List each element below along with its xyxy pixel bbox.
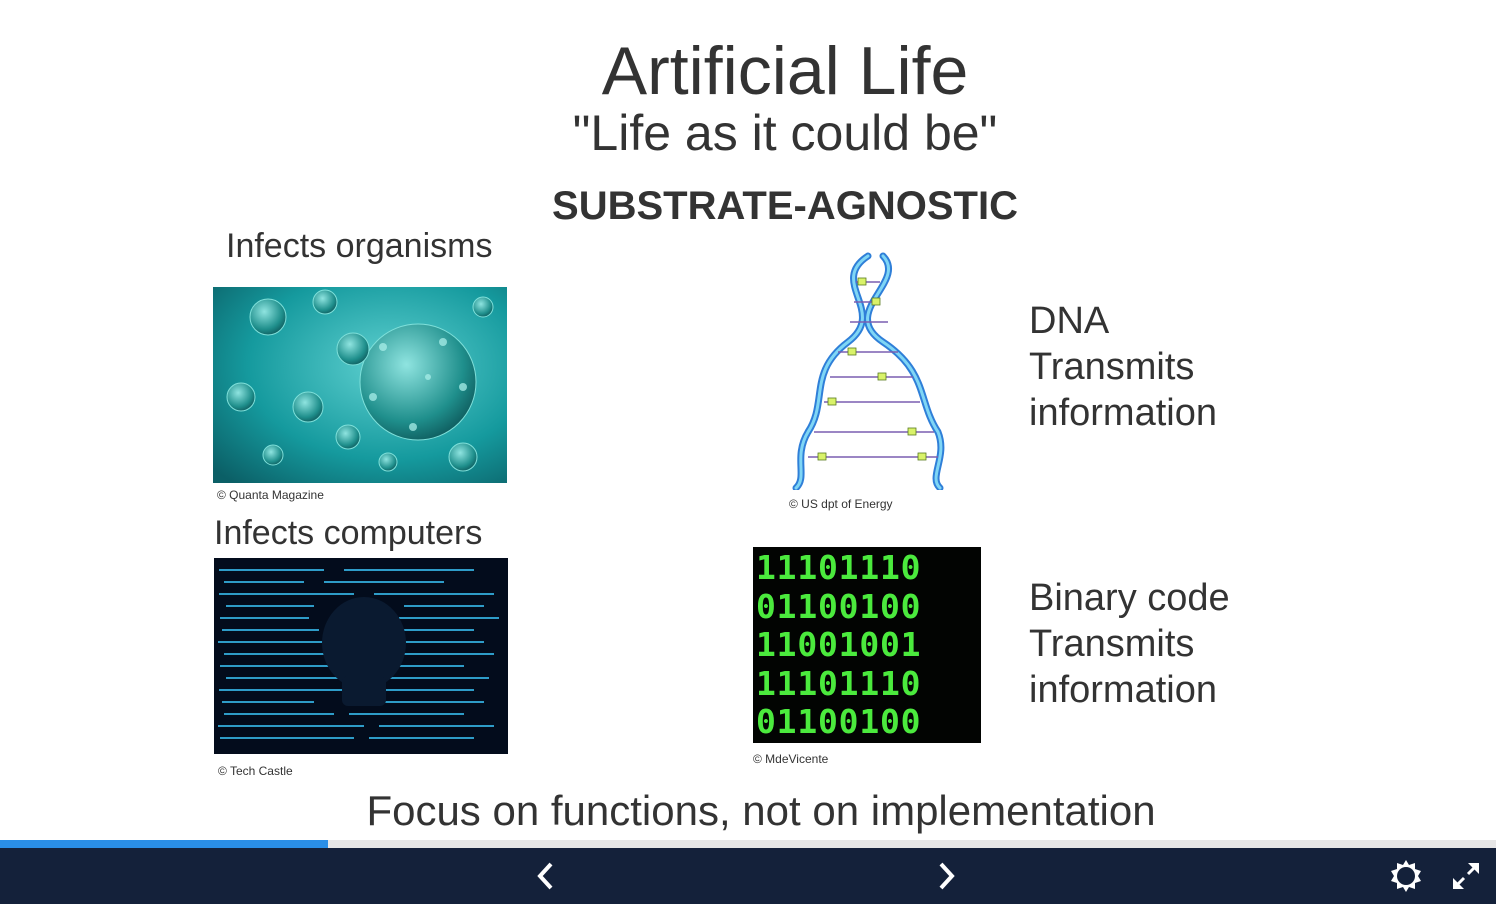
slide-subtitle: "Life as it could be"	[572, 105, 998, 161]
next-slide-button[interactable]	[918, 848, 974, 904]
slide-heading: SUBSTRATE-AGNOSTIC	[552, 184, 1018, 228]
slide-title: Artificial Life	[601, 33, 969, 109]
chevron-right-icon	[939, 862, 955, 890]
dna-line-1: DNA	[1029, 300, 1110, 342]
malware-code-image	[214, 558, 508, 754]
infects-computers-label: Infects computers	[214, 514, 483, 552]
binary-text: Binary code Transmits information	[1029, 575, 1230, 713]
techcastle-caption: © Tech Castle	[218, 764, 293, 778]
dna-image	[788, 252, 948, 490]
progress-fill	[0, 840, 328, 848]
binary-row: 01100100	[756, 586, 922, 626]
infects-organisms-label: Infects organisms	[226, 227, 493, 265]
prev-slide-button[interactable]	[518, 848, 574, 904]
settings-button[interactable]	[1378, 848, 1434, 904]
binary-row: 11101110	[756, 663, 922, 703]
fullscreen-icon	[1452, 862, 1480, 890]
binary-row: 01100100	[756, 702, 922, 741]
chevron-left-icon	[537, 862, 553, 890]
binary-row: 11001001	[756, 625, 922, 664]
virus-image	[213, 287, 507, 483]
binary-line-2: Transmits	[1029, 623, 1195, 665]
binary-line-3: information	[1029, 669, 1217, 711]
dna-text: DNA Transmits information	[1029, 298, 1217, 436]
presentation-controls	[0, 848, 1496, 904]
dna-line-3: information	[1029, 392, 1217, 434]
dna-line-2: Transmits	[1029, 346, 1195, 388]
mdevicente-caption: © MdeVicente	[753, 752, 829, 766]
gear-icon	[1391, 860, 1421, 892]
quanta-caption: © Quanta Magazine	[217, 488, 324, 502]
energy-caption: © US dpt of Energy	[789, 497, 893, 511]
binary-line-1: Binary code	[1029, 577, 1230, 619]
slide-footer: Focus on functions, not on implementatio…	[366, 787, 1156, 834]
progress-bar[interactable]	[0, 840, 1496, 848]
binary-row: 11101110	[756, 548, 922, 587]
binary-code-image: 11101110 01100100 11001001 11101110 0110…	[753, 547, 981, 743]
fullscreen-button[interactable]	[1438, 848, 1494, 904]
